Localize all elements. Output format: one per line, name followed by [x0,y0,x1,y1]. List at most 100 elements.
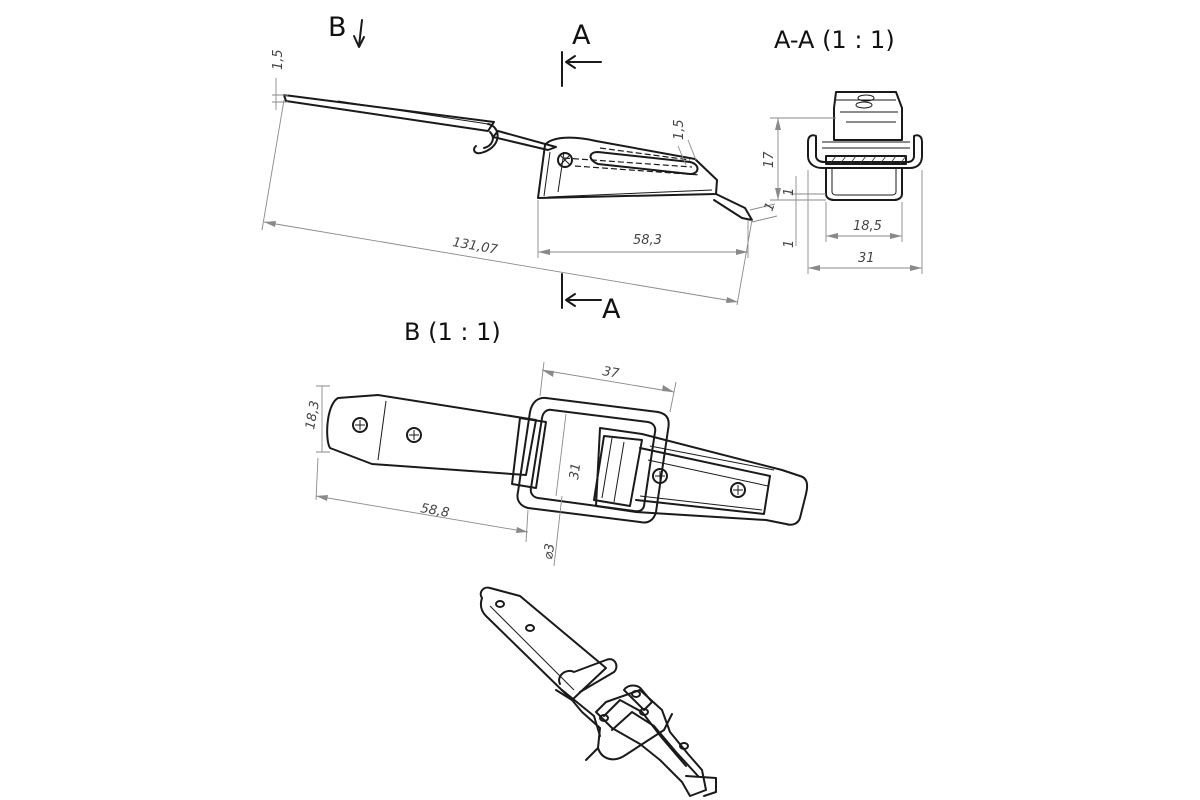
strap-hole-2 [406,427,422,443]
iso-strap-hole-2 [525,624,535,632]
dim-tip-lines [749,203,778,223]
iso-strap-hole-1 [495,600,505,608]
dim-height-arrow-top [775,118,781,130]
dim-thickness-right-text: 1,5 [672,119,687,140]
dim-base-arrow-left [538,249,550,255]
strap-hole-1-cross [355,420,365,430]
dim-strap-width-text: 18,3 [303,400,323,431]
base-bottom-line [547,189,713,198]
iso-strap [479,586,607,701]
dim-overall-length-line [263,221,739,303]
isometric-view [479,586,717,797]
iso-rivet-2 [639,708,649,716]
section-hatched-band [825,155,907,165]
dim-strap-length-text: 58,8 [419,501,450,521]
section-outer-frame [807,134,923,169]
side-view: B A 1,5 1,5 [261,12,779,325]
dim-frame-arrow-left [542,370,554,377]
dim-thickness-right-lines [677,139,697,166]
dim-inner-width-lines [825,202,903,242]
dim-section-offset-b-text: 1 [782,240,797,248]
lever-rivet-cross [655,471,665,481]
latch-tail [713,193,753,221]
iso-rivet-3 [631,690,641,698]
section-a-marker-top: A [572,20,591,51]
dim-overall-length-ext [261,99,753,306]
section-hole-bottom [855,101,873,109]
dim-outer-width-lines [807,170,923,274]
dim-base-length-text: 58,3 [633,233,662,248]
dim-inner-arrow-right [890,233,902,239]
dim-frame-arrow-right [662,385,674,392]
lever-rivet [652,468,668,484]
dim-frame-length-lines [539,361,677,413]
section-aa-view: A-A (1 : 1) 17 1 1 18,5 31 [762,26,923,274]
iso-rivet-4 [679,742,689,750]
dim-inner-width-text: 18,5 [853,219,882,234]
hinge-roll [511,417,547,489]
view-b-title: B (1 : 1) [404,318,501,346]
dim-hole-diameter-text: ⌀3 [541,543,558,561]
lever-hole-cross [733,485,743,495]
dim-base-length-lines [537,200,749,258]
lever-clasp [593,435,643,507]
dim-strap-arrow-left [316,495,328,501]
dim-thickness-text: 1,5 [271,49,286,70]
iso-strap-edge [489,605,575,691]
section-hatching [829,155,907,165]
lever-arm [635,447,771,515]
iso-lever-arm-1 [603,699,687,767]
dim-strap-arrow-right [516,527,528,533]
dim-tip-text: 1 [762,200,779,213]
dim-section-offset-a-text: 1 [782,188,797,196]
iso-frame-left-inner [561,689,601,737]
iso-hinge [558,658,618,693]
dim-strap-length-lines [315,457,529,543]
lever-body [595,427,809,526]
loop-frame-outer [516,396,670,524]
lever-arm-lines [639,445,775,511]
iso-tail [685,775,717,797]
base-inner-edge [543,151,551,197]
iso-lever-top [623,684,653,711]
dim-inner-arrow-left [826,233,838,239]
iso-frame-bottom [597,713,673,761]
dim-height-arrow-bottom [775,188,781,200]
view-b-arrow-head [353,35,365,48]
view-b-top: B (1 : 1) 18,3 58,8 37 [303,318,809,567]
base-hidden-line-3 [599,147,691,161]
dim-thickness-lines [272,78,288,110]
dim-frame-width-text: 31 [567,462,584,480]
latch-base [537,136,718,199]
section-a-arrowhead-bottom [565,293,576,307]
section-frame-inner-lines [822,141,910,149]
section-a-marker-bottom: A [602,294,621,325]
view-b-marker: B [328,12,347,43]
strap-long [283,94,495,132]
section-lever-lines [836,99,898,123]
dim-overall-arrow-left [264,221,276,227]
dim-outer-width-text: 31 [858,251,875,266]
lever-clasp-lines [601,437,625,503]
dim-section-height-text: 17 [762,151,777,168]
dim-outer-arrow-right [910,265,922,271]
lever-hole [730,482,746,498]
base-hidden-line-1 [563,157,693,168]
section-base-u [825,167,903,201]
dim-outer-arrow-left [808,265,820,271]
dim-overall-arrow-right [726,297,738,303]
strap-hole-1 [352,417,368,433]
strap-hook-inner [483,131,494,149]
rivet-cross [559,154,571,166]
top-strap [326,394,537,476]
strap-hook [473,123,499,155]
view-b-arrow-shaft [358,19,363,47]
dim-base-arrow-right [736,249,748,255]
top-strap-edge [377,400,387,461]
section-a-arrowhead-top [565,55,576,69]
rivet-pivot [557,152,573,168]
dim-frame-length-text: 37 [601,364,621,382]
section-lever [833,91,903,141]
loop-frame-inner [529,408,657,513]
